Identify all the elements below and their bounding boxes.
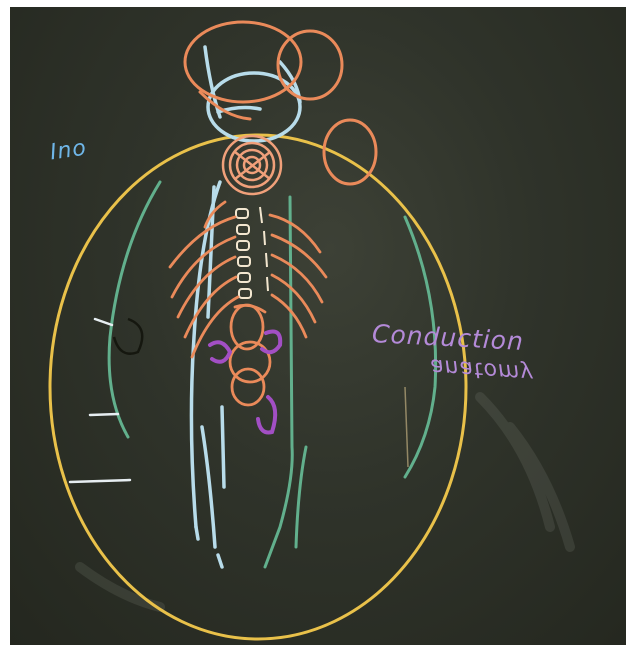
- white-tick-marks: [70, 319, 130, 482]
- chalk-drawing: [10, 7, 626, 645]
- orange-pelvis: [230, 305, 270, 405]
- lilac-divider: [405, 387, 408, 467]
- neck-spiral: [223, 136, 281, 194]
- green-outline-strokes: [109, 182, 436, 567]
- ino-label: Ino: [48, 136, 88, 166]
- spine-vertebrae: [236, 207, 268, 298]
- blue-body-strokes: [191, 47, 300, 567]
- chalkboard-photo: Ino Conduction anatomy: [10, 7, 626, 645]
- board-smudges: [80, 397, 570, 607]
- dark-scribble: [114, 319, 142, 354]
